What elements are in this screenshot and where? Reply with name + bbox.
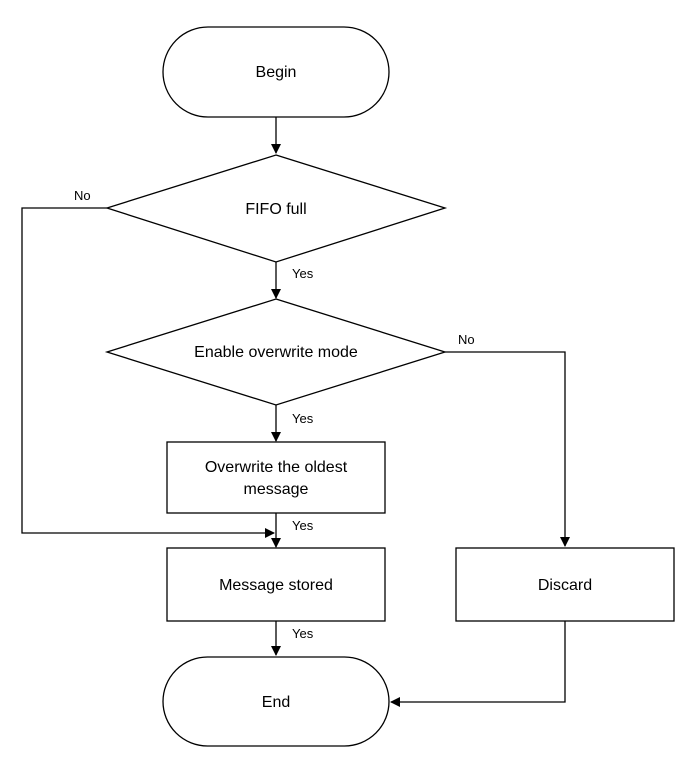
fifo-full-label: FIFO full — [245, 201, 306, 218]
overwrite-oldest-label-line2: message — [244, 481, 309, 498]
overwrite-yes-label: Yes — [292, 411, 314, 426]
edge-discard-to-end — [390, 621, 566, 707]
discard-label: Discard — [538, 577, 592, 594]
enable-overwrite-node: Enable overwrite mode — [104, 298, 448, 406]
overwrite-oldest-shape — [166, 441, 386, 514]
edge-overwrite-no — [445, 351, 570, 547]
overwrite-oldest-label-line1: Overwrite the oldest — [205, 459, 348, 476]
merge-yes-label: Yes — [292, 518, 314, 533]
begin-node: Begin — [162, 26, 390, 118]
fifo-yes-label: Yes — [292, 266, 314, 281]
end-label: End — [262, 694, 290, 711]
message-stored-shape — [166, 547, 386, 622]
stored-yes-label: Yes — [292, 626, 314, 641]
message-stored-node: Message stored — [166, 547, 386, 622]
overwrite-no-label: No — [458, 332, 475, 347]
discard-node: Discard — [455, 547, 675, 622]
fifo-full-node: FIFO full — [104, 154, 448, 263]
enable-overwrite-label: Enable overwrite mode — [194, 344, 358, 361]
overwrite-oldest-node: Overwrite the oldest message — [166, 441, 386, 514]
end-node: End — [162, 656, 390, 747]
message-stored-label: Message stored — [219, 577, 333, 594]
edge-fifo-no — [21, 207, 275, 538]
begin-label: Begin — [256, 64, 297, 81]
fifo-no-label: No — [74, 188, 91, 203]
end-shape — [162, 656, 390, 747]
discard-shape — [455, 547, 675, 622]
